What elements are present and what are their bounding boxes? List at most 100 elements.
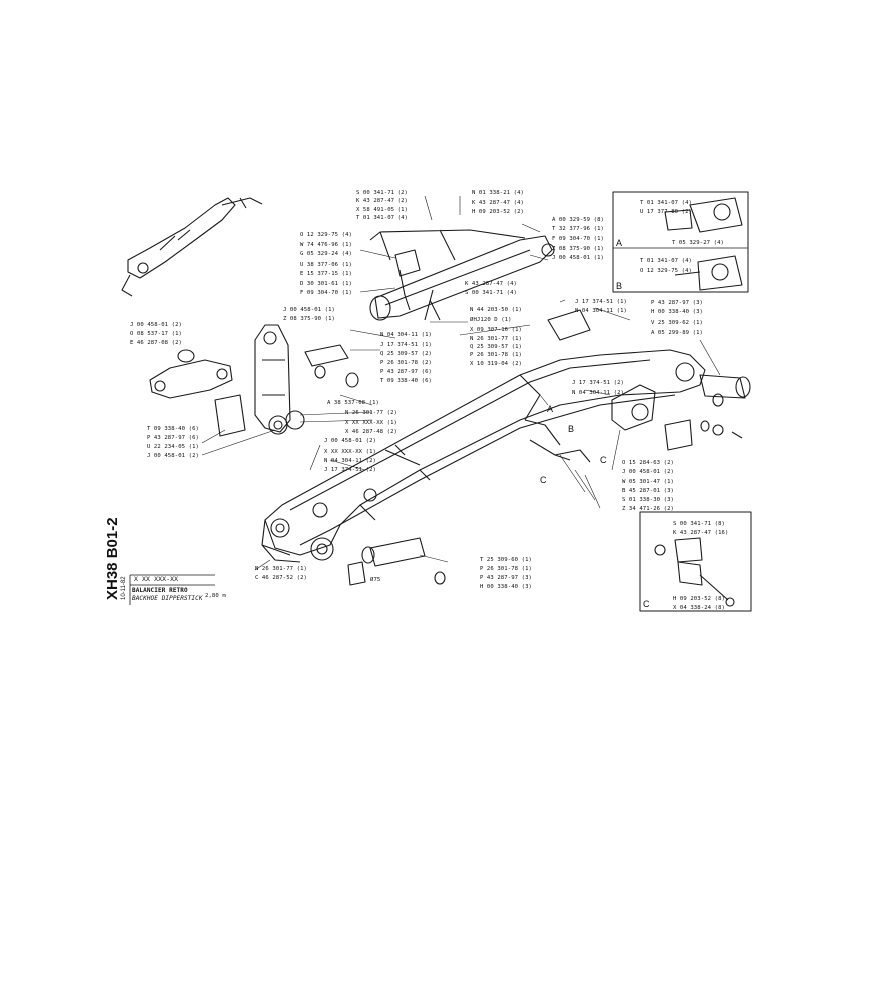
sheet-length: 2,80 m bbox=[205, 593, 226, 599]
part-label: Z 08 375-90 (1) bbox=[283, 316, 336, 322]
link-plate bbox=[254, 324, 291, 435]
sheet-title-fr: BALANCIER RETRO bbox=[132, 587, 188, 594]
part-label: X XX XXX-XX (1) bbox=[345, 420, 398, 426]
part-label: J 17 374-51 (2) bbox=[324, 467, 377, 473]
part-label: A 05 299-89 (1) bbox=[651, 330, 704, 336]
part-label: N 04 304-11 (2) bbox=[572, 390, 625, 396]
part-label: G 05 329-24 (4) bbox=[300, 251, 353, 257]
inset-c-parts bbox=[654, 537, 735, 607]
part-label: P 26 301-78 (1) bbox=[470, 352, 523, 358]
section-marker-b: B bbox=[568, 424, 575, 434]
part-label: P 43 287-97 (6) bbox=[147, 435, 200, 441]
part-label: A 38 537-68 (1) bbox=[327, 400, 380, 406]
inset-c-label: S 00 341-71 (8) bbox=[673, 521, 726, 527]
part-label: N 01 338-21 (4) bbox=[472, 190, 525, 196]
part-label: A 00 329-59 (8) bbox=[552, 217, 605, 223]
part-label: H 00 338-40 (3) bbox=[480, 584, 533, 590]
part-label: W 05 301-47 (1) bbox=[622, 479, 675, 485]
part-label: N 04 304-11 (2) bbox=[324, 458, 377, 464]
inset-a-label: T 01 341-07 (4) bbox=[640, 200, 693, 206]
part-label: O 15 284-63 (2) bbox=[622, 460, 675, 466]
part-label: T 01 341-07 (4) bbox=[356, 215, 409, 221]
part-label: E 15 377-15 (1) bbox=[300, 271, 353, 277]
part-label: Z 34 471-26 (2) bbox=[622, 506, 675, 512]
part-label: O 08 537-17 (1) bbox=[130, 331, 183, 337]
part-label: P 26 301-78 (1) bbox=[480, 566, 533, 572]
part-label: N 44 203-50 (1) bbox=[470, 307, 523, 313]
inset-b-label: O 12 329-75 (4) bbox=[640, 268, 693, 274]
part-label: X 58 491-05 (1) bbox=[356, 207, 409, 213]
part-label: X XX XXX-XX (1) bbox=[324, 449, 377, 455]
part-label: F 09 304-70 (1) bbox=[552, 236, 605, 242]
inset-ab-parts bbox=[664, 197, 743, 291]
hydraulic-cylinder bbox=[369, 229, 555, 321]
part-label: P 43 287-97 (3) bbox=[480, 575, 533, 581]
inset-c-letter: C bbox=[643, 599, 650, 609]
inset-ab-box bbox=[612, 191, 749, 293]
inset-b-letter: B bbox=[616, 281, 623, 291]
sheet-part-number: X XX XXX-XX bbox=[134, 575, 179, 583]
part-label: K 43 287-47 (4) bbox=[472, 200, 525, 206]
inset-c-label: X 04 338-24 (8) bbox=[673, 605, 726, 611]
part-label: X 10 319-04 (2) bbox=[470, 361, 523, 367]
section-marker-c2: C bbox=[540, 475, 547, 485]
part-label: N 04 304-11 (1) bbox=[380, 332, 433, 338]
part-label: P 43 287-97 (3) bbox=[651, 300, 704, 306]
part-label: D 30 301-61 (1) bbox=[300, 281, 353, 287]
sheet-reference: XH38 B01-2 bbox=[104, 517, 121, 600]
part-label: P 43 287-97 (6) bbox=[380, 369, 433, 375]
part-label: C 46 287-52 (2) bbox=[255, 575, 308, 581]
machine-sketch bbox=[121, 197, 263, 297]
part-label: T 09 338-40 (6) bbox=[147, 426, 200, 432]
part-label: H 09 203-52 (2) bbox=[472, 209, 525, 215]
part-label: J 17 374-51 (1) bbox=[380, 342, 433, 348]
pins bbox=[149, 309, 751, 586]
part-label: N 26 301-77 (2) bbox=[345, 410, 398, 416]
part-label: N 26 301-77 (1) bbox=[255, 566, 308, 572]
pin-diameter: Ø75 bbox=[370, 577, 381, 583]
part-label: N 26 301-77 (1) bbox=[470, 336, 523, 342]
part-label: Z 08 375-90 (1) bbox=[552, 246, 605, 252]
leader-lines bbox=[201, 195, 721, 571]
sheet-date: 10-11-82 bbox=[121, 576, 127, 600]
part-label: Q 25 309-57 (1) bbox=[470, 344, 523, 350]
inset-a-label: U 17 377-80 (2) bbox=[640, 209, 693, 215]
part-label: J 00 458-01 (2) bbox=[130, 322, 183, 328]
inset-a-letter: A bbox=[616, 238, 623, 248]
part-label: T 32 377-96 (1) bbox=[552, 226, 605, 232]
section-marker-c: C bbox=[600, 455, 607, 465]
part-label: S 00 341-71 (4) bbox=[465, 290, 518, 296]
part-label: V 25 309-62 (1) bbox=[651, 320, 704, 326]
part-label: E 46 287-08 (2) bbox=[130, 340, 183, 346]
part-label: S 01 338-30 (3) bbox=[622, 497, 675, 503]
part-label: Q 25 309-57 (2) bbox=[380, 351, 433, 357]
inset-b-label: T 01 341-07 (4) bbox=[640, 258, 693, 264]
part-label: J 00 458-01 (2) bbox=[147, 453, 200, 459]
part-label: N 04 304-11 (1) bbox=[575, 308, 628, 314]
part-label: T 25 309-60 (1) bbox=[480, 557, 533, 563]
part-label: S 00 341-71 (2) bbox=[356, 190, 409, 196]
dipperstick-arm bbox=[261, 349, 706, 563]
inset-c-box bbox=[639, 511, 752, 612]
section-marker-a: A bbox=[547, 404, 554, 414]
part-label: J 00 458-01 (2) bbox=[622, 469, 675, 475]
part-label: P 26 301-78 (2) bbox=[380, 360, 433, 366]
part-label: J 00 458-01 (1) bbox=[552, 255, 605, 261]
part-label: K 43 287-47 (2) bbox=[356, 198, 409, 204]
part-label: W 74 476-96 (1) bbox=[300, 242, 353, 248]
part-label: X 09 307-16 (1) bbox=[470, 327, 523, 333]
part-label: U 22 234-05 (1) bbox=[147, 444, 200, 450]
inset-a-label: T 05 329-27 (4) bbox=[672, 240, 725, 246]
part-label: J 17 374-51 (2) bbox=[572, 380, 625, 386]
part-label: H 00 338-40 (3) bbox=[651, 309, 704, 315]
sheet-title-en: BACKHOE DIPPERSTICK bbox=[132, 595, 203, 602]
part-label: J 00 458-01 (1) bbox=[283, 307, 336, 313]
inset-c-label: H 09 203-52 (8) bbox=[673, 596, 726, 602]
part-label: F 09 304-70 (1) bbox=[300, 290, 353, 296]
part-label: ØHJ120 D (1) bbox=[470, 317, 512, 323]
inset-c-label: K 43 287-47 (16) bbox=[673, 530, 729, 536]
part-label: T 09 338-40 (6) bbox=[380, 378, 433, 384]
part-label: U 38 377-06 (1) bbox=[300, 262, 353, 268]
part-label: X 46 287-48 (2) bbox=[345, 429, 398, 435]
